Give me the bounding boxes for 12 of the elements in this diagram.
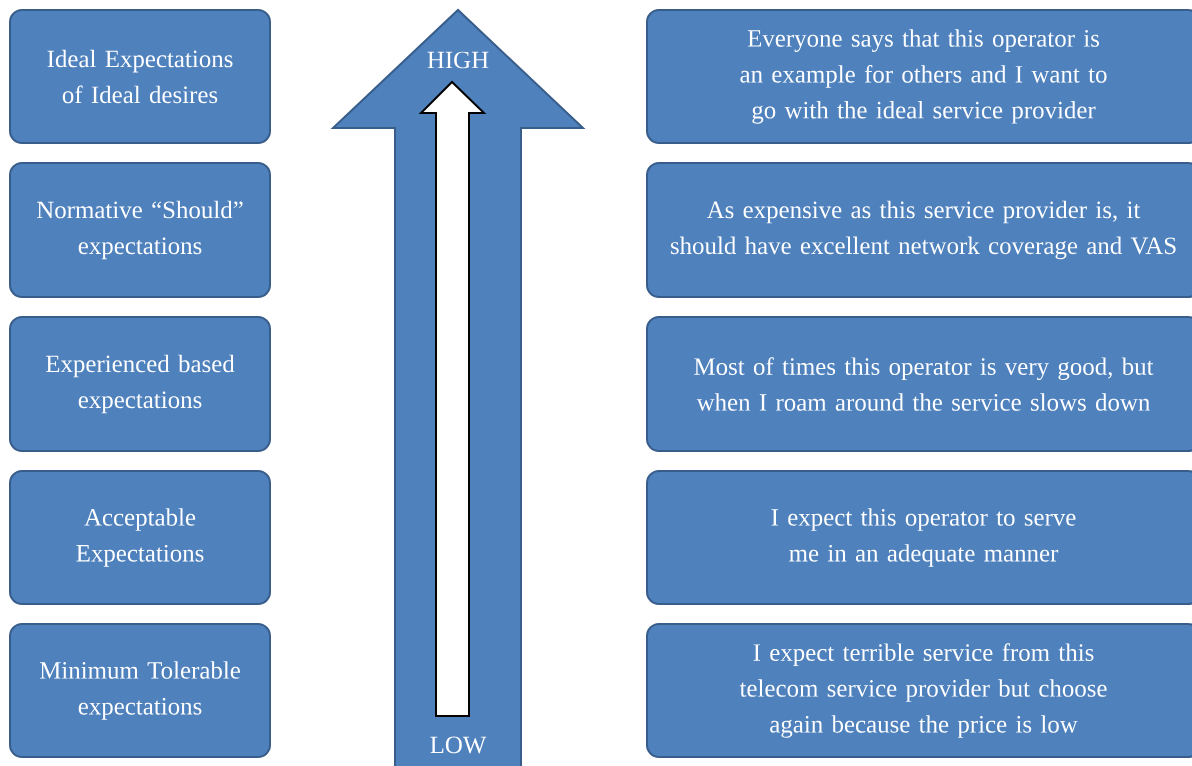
text-box: Acceptable Expectations	[9, 470, 271, 605]
scale-label: HIGH	[427, 51, 489, 69]
text-box: I expect this operator to serve me in an adequate manner	[646, 470, 1192, 605]
text-box: Normative “Should” expectations	[9, 162, 271, 298]
text-box: Ideal Expectations of Ideal desires	[9, 9, 271, 144]
scale-label: LOW	[430, 736, 487, 754]
text-box: Experienced based expectations	[9, 316, 271, 452]
text-box: Minimum Tolerable expectations	[9, 623, 271, 758]
text-box: As expensive as this service provider is, it should have excellent network coverage and VAS	[646, 162, 1192, 298]
text-box: Most of times this operator is very good, but when I roam around the service slows down	[646, 316, 1192, 452]
text-box: I expect terrible service from this telecom service provider but choose again because the price is low	[646, 623, 1192, 758]
text-box: Everyone says that this operator is an example for others and I want to go with the ideal service provider	[646, 9, 1192, 144]
